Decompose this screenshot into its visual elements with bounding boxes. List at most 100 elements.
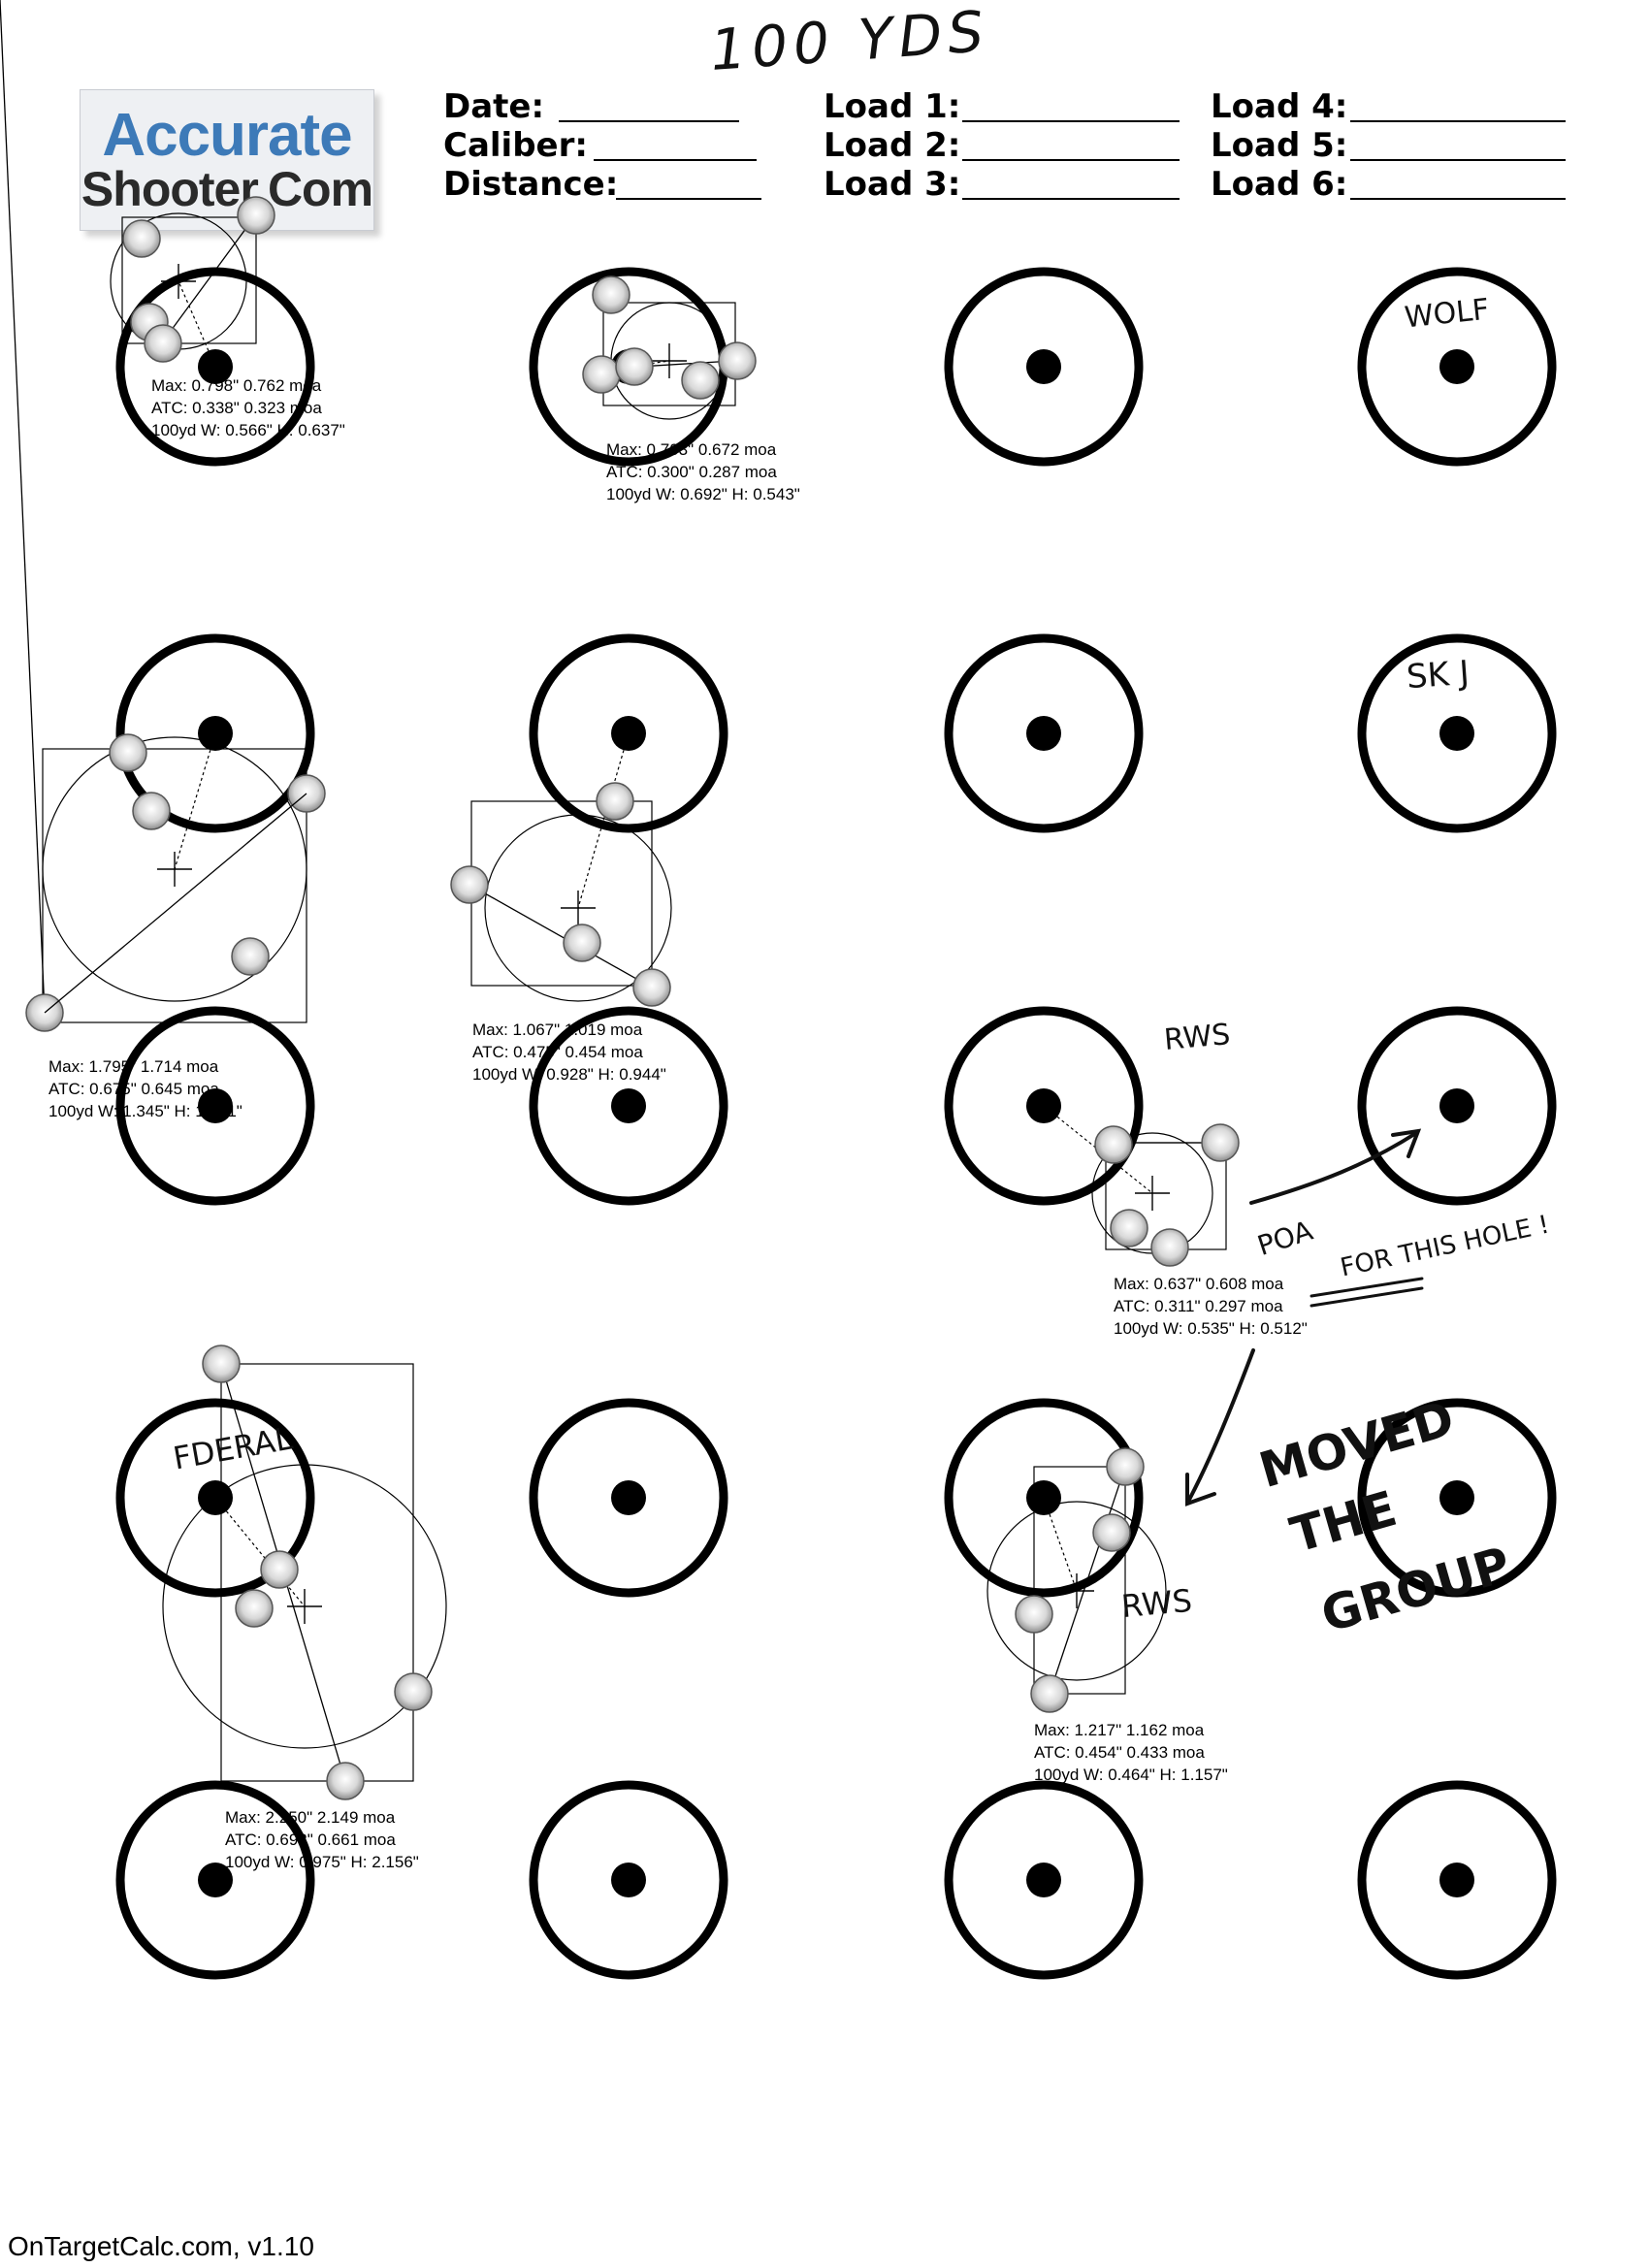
target-bullseye [198, 1863, 233, 1897]
group-dims: 100yd W: 1.345" H: 1.401" [48, 1102, 242, 1120]
target-ring [529, 1006, 728, 1206]
group-dims: 100yd W: 0.464" H: 1.157" [1034, 1766, 1228, 1784]
group-dims: 100yd W: 0.928" H: 0.944" [472, 1065, 666, 1084]
target-ring [944, 1780, 1144, 1980]
load6-field[interactable] [1350, 198, 1566, 200]
group-atc: ATC: 0.475" 0.454 moa [472, 1043, 643, 1061]
group-bounding-box [1033, 1466, 1126, 1695]
group-overlays [0, 0, 1240, 1800]
target-ring [1357, 1780, 1557, 1980]
arrow-head [1185, 1473, 1216, 1507]
target-ring [529, 1398, 728, 1598]
target-ring [115, 1780, 315, 1980]
bullet-hole [632, 968, 671, 1007]
group-dims: 100yd W: 0.692" H: 0.543" [606, 485, 800, 503]
group-dims: 100yd W: 0.566" H: 0.637" [151, 421, 345, 439]
group-bounding-box [121, 216, 257, 344]
target-ring [1357, 267, 1557, 467]
group-max-line [0, 0, 46, 1014]
target-grid [115, 267, 1557, 1980]
bullet-hole [109, 733, 147, 772]
target-bullseye [1439, 716, 1474, 751]
arrow-head [1391, 1128, 1422, 1158]
group-offset-line [1043, 1497, 1078, 1592]
bullet-hole [1106, 1447, 1145, 1486]
group-atc: ATC: 0.300" 0.287 moa [606, 463, 777, 481]
footer-credit: OnTargetCalc.com, v1.10 [8, 2231, 314, 2261]
group-max: Max: 0.637" 0.608 moa [1114, 1275, 1284, 1293]
date-field[interactable] [559, 120, 739, 122]
target-ring [115, 633, 315, 833]
group-max: Max: 2.250" 2.149 moa [225, 1808, 396, 1827]
target-bullseye [1439, 349, 1474, 384]
note-skj: SK J [1405, 653, 1471, 697]
target-ring [115, 267, 315, 467]
bullet-hole [326, 1762, 365, 1800]
group-max-line [469, 884, 653, 988]
bullet-hole [1150, 1228, 1189, 1267]
bullet-hole [1015, 1595, 1053, 1634]
target-bullseye [611, 1863, 646, 1897]
load4-field[interactable] [1350, 120, 1566, 122]
load2-field[interactable] [962, 159, 1180, 161]
load3-field[interactable] [962, 198, 1180, 200]
bullet-hole [681, 361, 720, 400]
load6-label: Load 6: [1211, 165, 1348, 204]
load5-field[interactable] [1350, 159, 1566, 161]
bullet-hole [582, 355, 621, 394]
bullet-hole [122, 219, 161, 258]
arrow-to-poa [1249, 1131, 1418, 1205]
group-stats-4: Max: 1.067" 1.019 moa ATC: 0.475" 0.454 … [472, 1019, 666, 1085]
accurateshooter-logo: Accurate Shooter.Com [80, 89, 374, 231]
bullet-hole [615, 347, 654, 386]
group-dims: 100yd W: 0.975" H: 2.156" [225, 1853, 419, 1871]
bullet-hole [718, 341, 757, 380]
load1-field[interactable] [962, 120, 1180, 122]
group-dims: 100yd W: 0.535" H: 0.512" [1114, 1319, 1308, 1338]
arrow-to-group [1187, 1348, 1255, 1502]
note-rws-1: RWS [1162, 1018, 1232, 1057]
bullet-hole [394, 1672, 433, 1711]
target-ring [115, 1006, 315, 1206]
group-bounding-box [42, 748, 307, 1023]
logo-text-top: Accurate [102, 102, 352, 169]
bullet-hole [450, 865, 489, 904]
group-stats-1: Max: 0.798" 0.762 moa ATC: 0.338" 0.323 … [151, 374, 345, 441]
load3-label: Load 3: [824, 165, 961, 204]
group-max: Max: 1.067" 1.019 moa [472, 1021, 643, 1039]
group-offset-line [174, 732, 216, 870]
target-ring [529, 1780, 728, 1980]
bullet-hole [1030, 1674, 1069, 1713]
handwritten-ink [1185, 1128, 1424, 1507]
group-stats-2: Max: 0.703" 0.672 moa ATC: 0.300" 0.287 … [606, 438, 800, 505]
group-atc: ATC: 0.675" 0.645 moa [48, 1080, 219, 1098]
group-stats-7: Max: 1.217" 1.162 moa ATC: 0.454" 0.433 … [1034, 1719, 1228, 1786]
bullet-hole [596, 782, 634, 821]
caliber-field[interactable] [594, 159, 757, 161]
target-ring [944, 633, 1144, 833]
logo-text-bottom: Shooter.Com [81, 162, 373, 216]
target-bullseye [198, 1088, 233, 1123]
target-bullseye [611, 1480, 646, 1515]
group-offset-line [577, 732, 630, 909]
target-bullseye [1439, 1480, 1474, 1515]
target-bullseye [1439, 1088, 1474, 1123]
group-circle [986, 1501, 1167, 1681]
target-ring [1357, 1398, 1557, 1598]
bullet-hole [563, 923, 601, 962]
group-circle [484, 814, 672, 1002]
target-ring [1357, 633, 1557, 833]
bullet-hole [202, 1345, 241, 1383]
group-stats-5: Max: 0.637" 0.608 moa ATC: 0.311" 0.297 … [1114, 1273, 1308, 1340]
group-max: Max: 0.703" 0.672 moa [606, 440, 777, 459]
load1-label: Load 1: [824, 87, 961, 126]
bullet-hole [231, 937, 270, 976]
target-bullseye [1026, 349, 1061, 384]
bullet-hole [1092, 1513, 1131, 1552]
group-max: Max: 0.798" 0.762 moa [151, 376, 322, 395]
load2-label: Load 2: [824, 126, 961, 165]
caliber-label: Caliber: [443, 126, 588, 165]
note-rws-2: RWS [1119, 1581, 1194, 1626]
bullet-hole [144, 324, 182, 363]
distance-field[interactable] [616, 198, 761, 200]
